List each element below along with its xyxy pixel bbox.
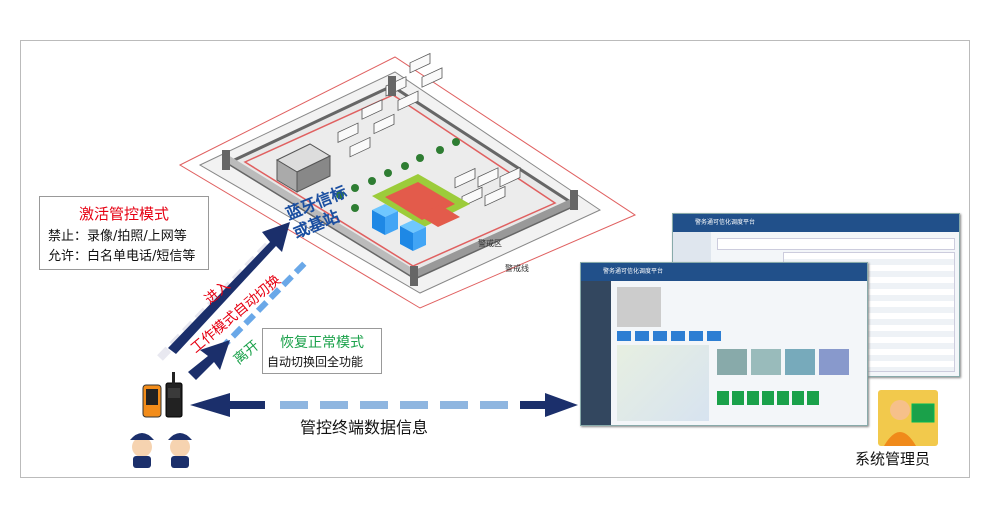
data-arrow-left bbox=[190, 393, 265, 417]
alert-line-label: 警戒线 bbox=[505, 264, 529, 273]
court-2 bbox=[418, 205, 460, 227]
data-arrow-dashes bbox=[280, 401, 508, 409]
restore-mode-title: 恢复正常模式 bbox=[280, 335, 364, 351]
device-panel bbox=[717, 387, 861, 411]
control-mode-forbid: 禁止：录像/拍照/上网等 bbox=[48, 229, 187, 244]
platform-screen-front: 警务通可信化调度平台 bbox=[580, 262, 868, 426]
map-panel bbox=[617, 345, 709, 421]
data-arrow-right bbox=[520, 393, 578, 417]
alert-zone-label: 警戒区 bbox=[478, 239, 502, 248]
control-mode-allow: 允许：白名单电话/短信等 bbox=[48, 249, 196, 264]
corner-towers bbox=[222, 76, 578, 286]
enter-arrow bbox=[168, 222, 290, 354]
photo-panel bbox=[717, 345, 861, 379]
admin-label: 系统管理员 bbox=[855, 450, 931, 468]
alert-line-outer bbox=[178, 56, 637, 309]
platform-title-back: 警务通可信化调度平台 bbox=[673, 214, 959, 232]
beacon-building-2 bbox=[400, 220, 426, 251]
barrack-blocks bbox=[337, 52, 521, 208]
police-officers bbox=[130, 433, 192, 468]
sidebar-front bbox=[581, 281, 611, 425]
control-mode-box: 激活管控模式 禁止：录像/拍照/上网等 允许：白名单电话/短信等 bbox=[39, 196, 209, 270]
restore-mode-desc: 自动切换回全功能 bbox=[267, 355, 364, 369]
fence-wall-left bbox=[228, 155, 415, 278]
leave-arrow bbox=[188, 340, 230, 380]
function-icons bbox=[617, 331, 727, 341]
officer-photo bbox=[617, 287, 661, 327]
admin-icon bbox=[878, 390, 938, 446]
toolbar-back bbox=[717, 238, 955, 250]
platform-title-front: 警务通可信化调度平台 bbox=[581, 263, 867, 281]
trees bbox=[336, 138, 460, 212]
restore-mode-box: 恢复正常模式 自动切换回全功能 bbox=[262, 328, 382, 374]
terminal-data-label: 管控终端数据信息 bbox=[300, 418, 429, 437]
fence-wall-right bbox=[415, 197, 575, 278]
alert-zone-inner bbox=[243, 94, 557, 267]
control-mode-title: 激活管控模式 bbox=[78, 205, 169, 223]
beacon-building-1 bbox=[372, 204, 398, 235]
main-building-front bbox=[296, 155, 331, 193]
police-phones bbox=[142, 372, 183, 418]
